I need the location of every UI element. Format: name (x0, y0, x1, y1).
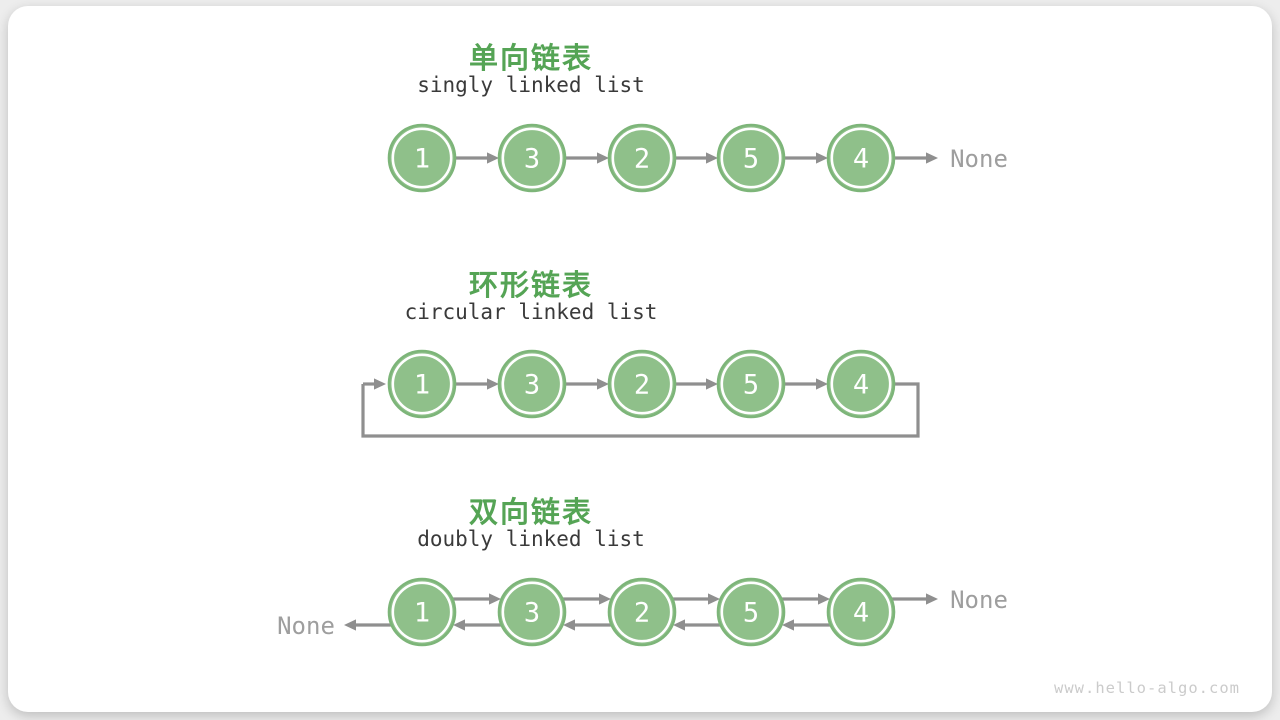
node-value: 1 (414, 370, 430, 401)
node-ring (391, 353, 453, 415)
list-node: 5 (716, 577, 786, 647)
list-node: 1 (387, 349, 457, 419)
head-none-label: None (277, 612, 335, 640)
node-circle (826, 123, 896, 193)
prev-pointer-arrow-head-icon (453, 619, 465, 631)
node-circle (826, 349, 896, 419)
loop-pointer-path (361, 382, 920, 438)
node-ring (391, 581, 453, 643)
list-node: 5 (716, 123, 786, 193)
node-value: 5 (743, 370, 759, 401)
next-pointer-arrow-head-icon (489, 593, 501, 605)
tail-none-label: None (950, 145, 1008, 173)
list-node: 3 (497, 349, 567, 419)
node-ring (611, 353, 673, 415)
list-node: 4 (826, 123, 896, 193)
node-circle (607, 349, 677, 419)
tail-none-arrow-head-icon (926, 152, 938, 164)
node-circle (716, 577, 786, 647)
next-pointer-arrow-head-icon (599, 593, 611, 605)
next-pointer-arrow-head-icon (487, 378, 499, 390)
node-value: 3 (524, 144, 540, 175)
next-pointer-arrow-head-icon (706, 152, 718, 164)
circular-title-en: circular linked list (404, 300, 658, 324)
node-circle (497, 349, 567, 419)
list-node: 2 (607, 349, 677, 419)
singly-title-zh: 单向链表 (468, 43, 594, 75)
node-value: 5 (743, 598, 759, 629)
loop-pointer-arrow-head-icon (374, 378, 386, 390)
next-pointer-arrow-head-icon (597, 378, 609, 390)
node-value: 4 (853, 598, 869, 629)
watermark: www.hello-algo.com (1054, 679, 1240, 697)
node-circle (607, 577, 677, 647)
node-ring (830, 353, 892, 415)
node-value: 1 (414, 598, 430, 629)
node-value: 1 (414, 144, 430, 175)
list-node: 4 (826, 349, 896, 419)
list-node: 1 (387, 577, 457, 647)
list-node: 3 (497, 123, 567, 193)
next-pointer-arrow-head-icon (816, 152, 828, 164)
doubly-title-en: doubly linked list (417, 527, 645, 551)
tail-none-label: None (950, 586, 1008, 614)
tail-none-arrow-head-icon (926, 593, 938, 605)
list-node: 5 (716, 349, 786, 419)
list-node: 1 (387, 123, 457, 193)
node-ring (391, 127, 453, 189)
node-circle (387, 349, 457, 419)
node-circle (497, 123, 567, 193)
list-node: 3 (497, 577, 567, 647)
circular-linked-list-diagram: 1 3 2 5 4 (361, 349, 920, 438)
node-circle (497, 577, 567, 647)
list-node: 4 (826, 577, 896, 647)
node-value: 5 (743, 144, 759, 175)
node-value: 4 (853, 370, 869, 401)
next-pointer-arrow-head-icon (597, 152, 609, 164)
node-value: 2 (634, 598, 650, 629)
circular-title-zh: 环形链表 (468, 270, 594, 302)
next-pointer-arrow-head-icon (818, 593, 830, 605)
node-circle (826, 577, 896, 647)
next-pointer-arrow-head-icon (816, 378, 828, 390)
next-pointer-arrow-head-icon (487, 152, 499, 164)
node-ring (501, 127, 563, 189)
list-node: 2 (607, 123, 677, 193)
prev-pointer-arrow-head-icon (673, 619, 685, 631)
next-pointer-arrow-head-icon (708, 593, 720, 605)
doubly-title-zh: 双向链表 (468, 497, 594, 529)
node-circle (387, 123, 457, 193)
prev-pointer-arrow-head-icon (782, 619, 794, 631)
list-node: 2 (607, 577, 677, 647)
node-ring (830, 581, 892, 643)
node-circle (607, 123, 677, 193)
node-value: 2 (634, 370, 650, 401)
node-ring (720, 353, 782, 415)
head-none-arrow-head-icon (344, 619, 356, 631)
node-ring (501, 353, 563, 415)
singly-linked-list-diagram: None 1 3 2 5 4 (387, 123, 1008, 193)
next-pointer-arrow-head-icon (706, 378, 718, 390)
node-circle (387, 577, 457, 647)
node-ring (611, 581, 673, 643)
node-value: 3 (524, 370, 540, 401)
node-ring (501, 581, 563, 643)
node-value: 4 (853, 144, 869, 175)
node-circle (716, 349, 786, 419)
node-value: 2 (634, 144, 650, 175)
node-ring (720, 127, 782, 189)
node-ring (830, 127, 892, 189)
node-ring (720, 581, 782, 643)
node-value: 3 (524, 598, 540, 629)
node-ring (611, 127, 673, 189)
singly-title-en: singly linked list (417, 73, 645, 97)
prev-pointer-arrow-head-icon (563, 619, 575, 631)
node-circle (716, 123, 786, 193)
